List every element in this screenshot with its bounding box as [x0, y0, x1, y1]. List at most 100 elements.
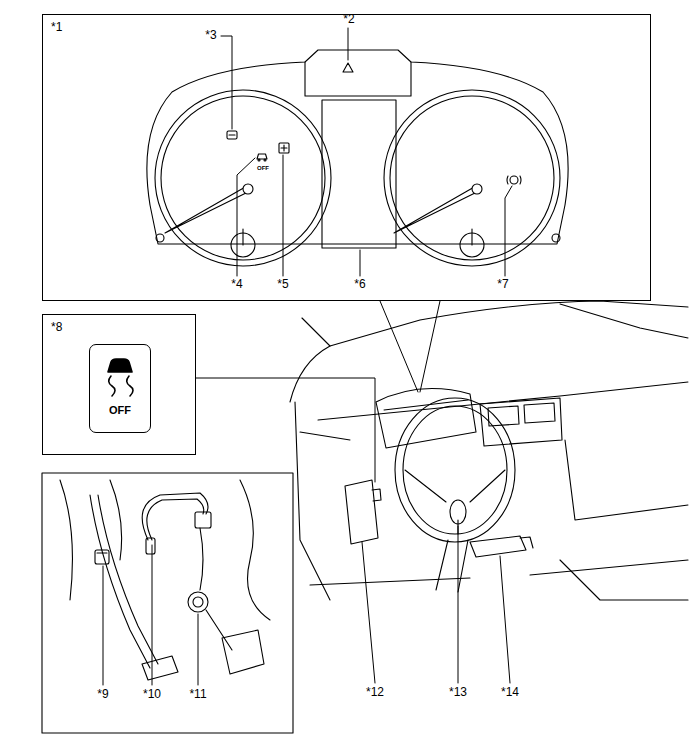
warning-icons	[507, 176, 521, 184]
pedal-inset	[42, 473, 293, 733]
pedal-inset	[95, 550, 109, 564]
vehicle-interior	[524, 403, 555, 423]
warning-icons	[510, 176, 518, 184]
pedal-inset	[222, 630, 264, 674]
combination-meter	[156, 234, 164, 242]
leader-line	[237, 158, 255, 276]
inset-panel: *1	[42, 14, 651, 301]
switch-button: OFF	[89, 344, 151, 433]
vehicle-interior	[405, 470, 505, 534]
vehicle-interior	[290, 301, 688, 402]
combination-meter	[242, 229, 243, 245]
vehicle-interior	[302, 318, 330, 346]
leader-line	[380, 301, 418, 392]
warning-icons	[279, 143, 289, 153]
combination-meter	[161, 96, 325, 260]
callout-number: *2	[343, 13, 354, 26]
pedal-inset	[206, 610, 232, 650]
switch-icon	[108, 359, 133, 396]
combination-meter	[155, 90, 331, 266]
leader-line	[283, 155, 284, 276]
vehicle-interior	[436, 540, 468, 592]
pedal-inset	[240, 480, 270, 620]
leader-line	[198, 614, 199, 685]
warning-icons	[281, 145, 287, 151]
leader-line	[500, 556, 510, 683]
vehicle-interior	[565, 440, 688, 520]
combination-meter	[305, 62, 411, 96]
vehicle-interior	[310, 578, 470, 585]
leader-line	[103, 28, 512, 685]
callout-number: *10	[143, 688, 161, 701]
pedal-inset	[188, 592, 208, 612]
vehicle-interior	[450, 500, 466, 524]
combination-meter	[243, 184, 253, 194]
leader-line	[362, 542, 375, 683]
leader-line	[103, 566, 104, 685]
combination-meter	[552, 234, 560, 242]
pedal-inset	[98, 495, 158, 664]
warning-icons	[229, 134, 235, 135]
vehicle-interior	[376, 389, 476, 448]
vehicle-interior	[488, 406, 519, 426]
warning-icons	[257, 154, 267, 159]
warning-icons	[227, 131, 521, 184]
vehicle-interior	[384, 400, 468, 410]
pedal-inset	[42, 473, 293, 733]
leader-line	[458, 526, 459, 683]
callout-number: *5	[277, 278, 288, 291]
callout-number: *12	[366, 686, 384, 699]
callout-number: *7	[497, 278, 508, 291]
pedal-inset	[195, 512, 211, 528]
callout-number: *13	[449, 686, 467, 699]
combination-meter	[471, 229, 472, 245]
leader-line	[505, 186, 512, 276]
pedal-inset	[97, 552, 107, 553]
leader-line	[420, 301, 440, 392]
combination-meter	[343, 63, 353, 72]
pedal-inset	[193, 597, 203, 607]
vehicle-interior	[290, 301, 688, 600]
callout-number: *6	[354, 278, 365, 291]
leader-line	[348, 28, 349, 60]
vehicle-interior	[300, 432, 350, 440]
vehicle-interior	[470, 536, 526, 557]
combination-meter	[384, 90, 560, 266]
switch-icon	[108, 359, 132, 372]
combination-meter	[472, 184, 482, 194]
pedal-inset	[142, 493, 208, 540]
inset-panel: *8OFF	[42, 314, 196, 455]
icon-text: OFF	[257, 165, 269, 172]
switch-icon	[109, 376, 115, 396]
leader-line	[221, 36, 232, 129]
callout-number: *14	[501, 686, 519, 699]
warning-icons	[258, 159, 260, 161]
callout-number: *9	[97, 688, 108, 701]
vehicle-interior	[318, 382, 688, 420]
leader-line	[360, 250, 361, 276]
pedal-inset	[146, 538, 155, 554]
leader-line	[196, 378, 375, 482]
leader-line	[152, 545, 153, 685]
vehicle-interior	[530, 560, 688, 575]
vehicle-interior	[560, 304, 688, 338]
vehicle-interior	[560, 560, 688, 600]
combination-meter	[322, 100, 396, 248]
pedal-inset	[110, 480, 122, 560]
vehicle-interior	[395, 398, 515, 542]
combination-meter	[390, 96, 554, 260]
switch-icon	[127, 376, 133, 396]
callout-number: *8	[51, 321, 187, 334]
warning-icons	[264, 159, 266, 161]
callout-number: *11	[189, 688, 206, 701]
vehicle-interior	[480, 398, 562, 446]
vehicle-interior	[520, 537, 533, 548]
pedal-inset	[200, 528, 203, 590]
combination-meter	[394, 186, 479, 233]
pedal-inset	[142, 656, 178, 680]
vehicle-interior	[372, 489, 381, 501]
warning-icons	[227, 131, 237, 139]
switch-text: OFF	[109, 404, 131, 416]
